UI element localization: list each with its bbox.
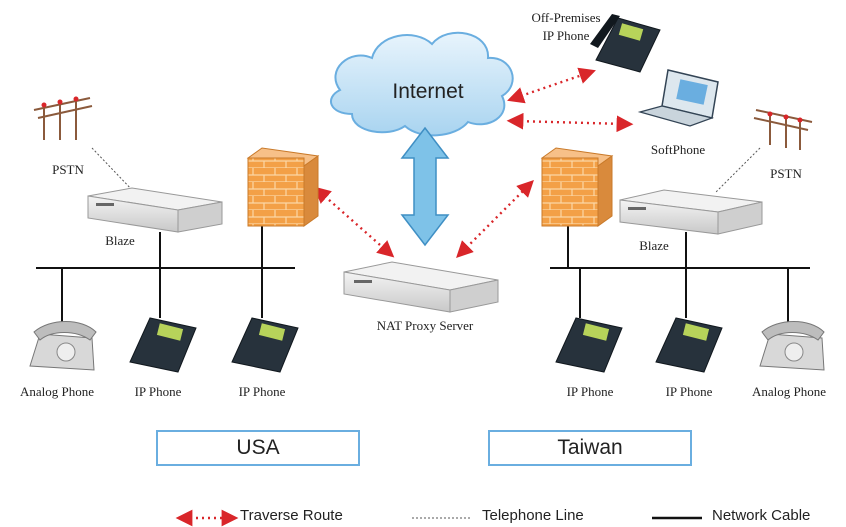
firewall-left <box>246 147 320 227</box>
phone-label-left-1: Analog Phone <box>19 384 95 399</box>
traverse-routes <box>313 67 634 258</box>
pstn-antenna-left <box>33 96 93 140</box>
analog-phone-device-right <box>759 321 825 371</box>
phone-label-left-2: IP Phone <box>134 384 182 399</box>
legend-telephone-line: Telephone Line <box>482 507 584 524</box>
off-premises-label-line2: IP Phone <box>542 28 590 43</box>
off-premises-phone-device <box>590 14 661 73</box>
internet-label: Internet <box>392 80 464 103</box>
telephone-lines <box>91 147 761 194</box>
analog-phone-device-left <box>29 321 97 371</box>
region-taiwan: Taiwan <box>488 430 692 466</box>
softphone-label: SoftPhone <box>650 142 706 157</box>
internet-link-arrow <box>400 126 450 247</box>
legend-network-cable: Network Cable <box>712 507 811 524</box>
phone-label-left-3: IP Phone <box>238 384 286 399</box>
pstn-label-right: PSTN <box>770 166 802 181</box>
blaze-label-left: Blaze <box>105 233 135 248</box>
region-usa: USA <box>156 430 360 466</box>
network-cables <box>36 225 810 322</box>
firewall-right <box>540 147 614 227</box>
nat-proxy-label: NAT Proxy Server <box>376 318 474 333</box>
pstn-label-left: PSTN <box>52 162 84 177</box>
ip-phone-device-4 <box>655 317 723 373</box>
ip-phone-device-2 <box>231 317 299 373</box>
ip-phone-device-1 <box>129 317 197 373</box>
ip-phone-device-3 <box>555 317 623 373</box>
blaze-label-right: Blaze <box>639 238 669 253</box>
phone-label-right-3: Analog Phone <box>751 384 827 399</box>
off-premises-label-line1: Off-Premises <box>531 10 601 25</box>
nat-proxy-server-device <box>343 261 499 313</box>
pstn-antenna-right <box>753 109 813 150</box>
legend-traverse-route: Traverse Route <box>240 507 343 524</box>
phone-label-right-2: IP Phone <box>665 384 713 399</box>
phone-label-right-1: IP Phone <box>566 384 614 399</box>
blaze-device-right <box>619 189 763 235</box>
softphone-laptop <box>637 69 719 127</box>
blaze-device-left <box>87 187 223 233</box>
